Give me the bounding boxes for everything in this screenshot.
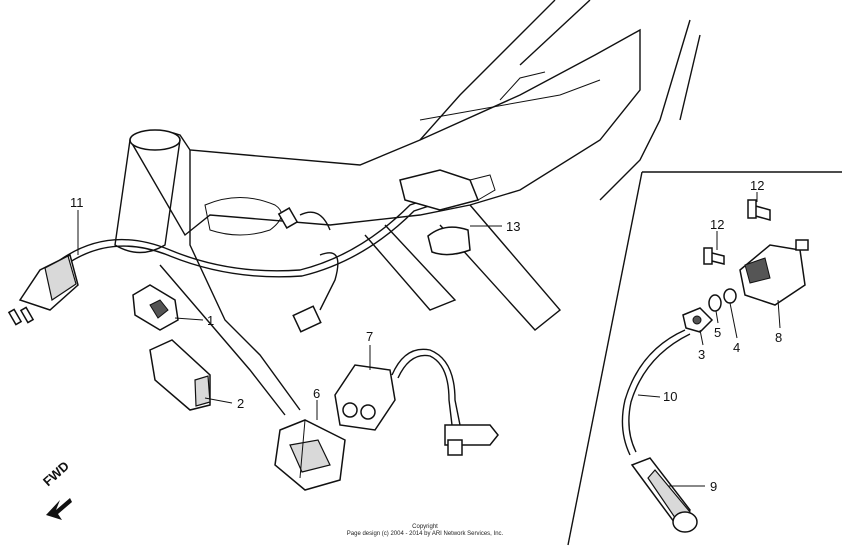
callout-8: 8	[775, 330, 782, 345]
callout-11: 11	[70, 195, 84, 210]
part-1	[132, 284, 179, 331]
callout-12-lower: 12	[710, 217, 724, 232]
inset-divider-side	[567, 171, 643, 546]
callout-1: 1	[207, 313, 214, 328]
part-2	[149, 339, 211, 411]
leader-lines	[77, 192, 781, 487]
copyright-line-2: Page design (c) 2004 - 2014 by ARI Netwo…	[346, 531, 504, 537]
frame-coil-bracket	[399, 169, 496, 211]
fwd-arrow-icon	[46, 498, 72, 520]
callout-6: 6	[313, 386, 320, 401]
callout-10: 10	[663, 389, 677, 404]
callout-2: 2	[237, 396, 244, 411]
part-12-bolt-upper	[747, 199, 771, 221]
callout-9: 9	[710, 479, 717, 494]
callout-13: 13	[506, 219, 520, 234]
wire-harness	[59, 194, 445, 333]
part-10-cable	[621, 329, 691, 456]
callout-3: 3	[698, 347, 705, 362]
callout-5: 5	[714, 325, 721, 340]
part-13-clip	[427, 226, 471, 256]
part-3-grommet	[682, 307, 714, 333]
callout-12-upper: 12	[750, 178, 764, 193]
copyright-line-1: Copyright	[412, 524, 438, 530]
part-6-bracket	[274, 419, 346, 491]
callout-7: 7	[366, 329, 373, 344]
part-5-washer	[708, 294, 722, 312]
callout-4: 4	[733, 340, 740, 355]
part-12-bolt-lower	[703, 247, 725, 265]
frame	[114, 0, 701, 416]
callouts: 1 2 6 7 13 11 12 12 8 3 5 4 10 9	[70, 178, 782, 494]
part-11-connector	[7, 253, 79, 326]
part-8-relay	[739, 239, 809, 306]
part-7-ignition-coil	[334, 348, 499, 456]
part-9-grip	[630, 457, 698, 533]
part-4-nut	[723, 288, 737, 304]
